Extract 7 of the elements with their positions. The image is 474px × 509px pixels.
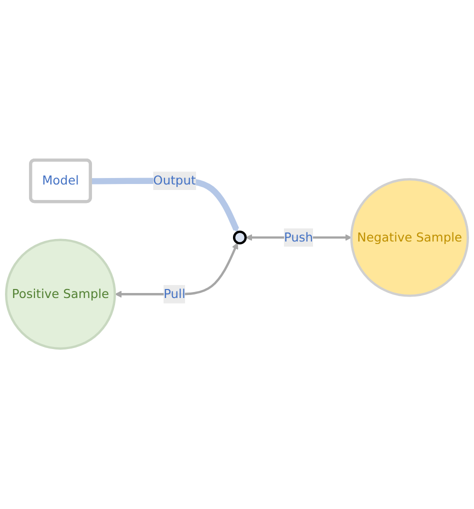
node-circle [232,230,247,245]
node-circle: Negative Sample [350,178,469,298]
edge-label: Push [284,230,314,245]
edge-label: Pull [164,286,186,302]
arrow [114,242,238,298]
edge-label: Output [153,173,196,188]
node-circle: Positive Sample [5,238,116,350]
